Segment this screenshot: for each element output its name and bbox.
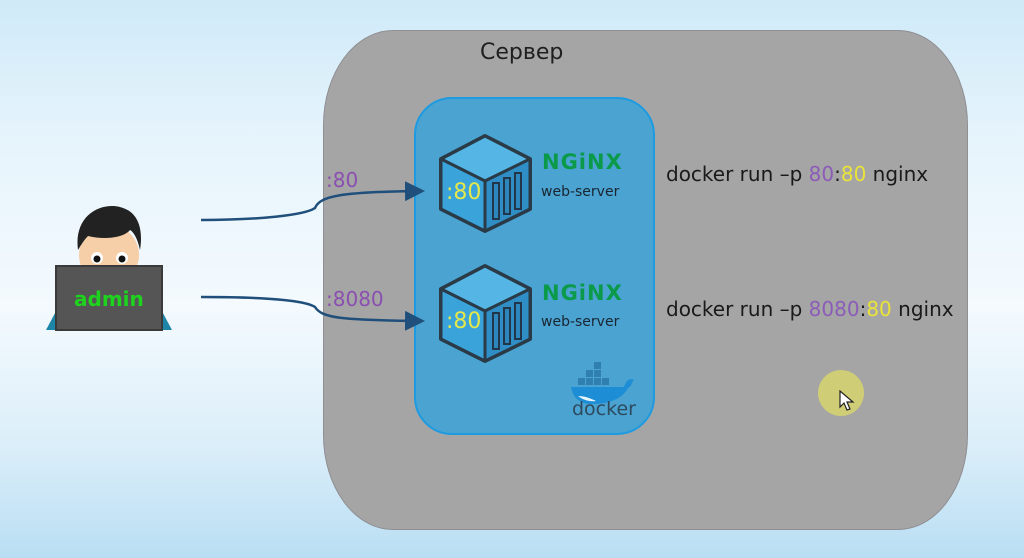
command-host-port: 8080 <box>808 297 860 321</box>
command-separator: : <box>834 162 841 186</box>
container-role-label: web-server <box>541 184 620 200</box>
command-suffix: nginx <box>866 162 929 186</box>
command-separator: : <box>859 297 867 321</box>
container-port-label: :80 <box>446 309 482 334</box>
container-cube-icon <box>438 263 533 363</box>
connector-port-8080 <box>200 295 425 331</box>
mouse-cursor-icon <box>839 390 855 411</box>
command-prefix: docker run –p <box>666 162 809 186</box>
command-suffix: nginx <box>891 297 954 321</box>
docker-command: docker run –p 8080:80 nginx <box>666 297 954 321</box>
docker-whale-icon <box>571 362 634 404</box>
command-container-port: 80 <box>840 162 867 186</box>
docker-label: docker <box>572 398 636 420</box>
command-host-port: 80 <box>808 162 835 186</box>
host-port-label: :80 <box>326 168 359 192</box>
admin-user-icon <box>46 205 172 331</box>
docker-command: docker run –p 80:80 nginx <box>666 162 928 186</box>
nginx-logo: NGiNX <box>542 150 623 174</box>
container-port-label: :80 <box>446 180 482 205</box>
server-title: Сервер <box>480 40 564 65</box>
host-port-label: :8080 <box>326 287 384 311</box>
command-prefix: docker run –p <box>666 297 809 321</box>
command-container-port: 80 <box>866 297 892 321</box>
connector-port-80 <box>200 181 425 222</box>
admin-label: admin <box>74 287 144 311</box>
nginx-logo: NGiNX <box>542 281 623 305</box>
container-role-label: web-server <box>541 314 620 330</box>
container-cube-icon <box>438 133 533 233</box>
docker-host-box <box>414 97 655 435</box>
